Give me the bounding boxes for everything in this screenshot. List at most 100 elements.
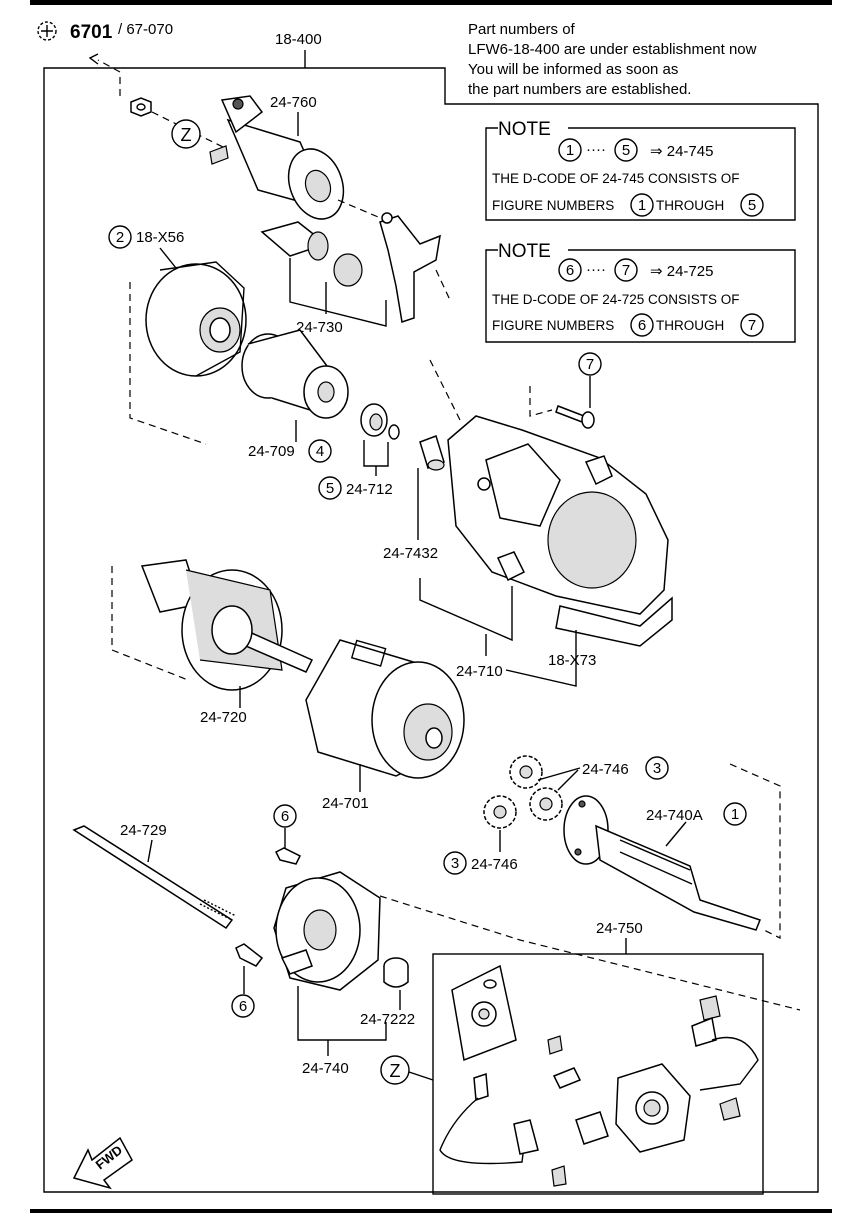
fork-axis — [435, 269, 451, 301]
note-1-dots: ···· — [586, 141, 606, 158]
fig-3-top: 3 — [653, 760, 661, 777]
note-box-1: NOTE 1 ···· 5 ⇒ 24-745 THE D-CODE OF 24-… — [485, 119, 796, 221]
leader-24-746-top — [537, 767, 581, 791]
label-24-7432: 24-7432 — [383, 545, 438, 562]
label-24-746-top: 24-746 — [582, 761, 629, 778]
label-24-7222: 24-7222 — [360, 1011, 415, 1028]
note-1-through: THROUGH — [656, 198, 724, 213]
note-2-from: 6 — [566, 262, 574, 279]
note-1-from: 1 — [566, 142, 574, 159]
assembly-label: 18-400 — [275, 31, 322, 48]
note-2-b: 7 — [748, 317, 756, 334]
z-marker-top — [171, 119, 201, 149]
note-2-line1: THE D-CODE OF 24-725 CONSISTS OF — [492, 292, 740, 307]
brush-holder-plate — [451, 964, 517, 1062]
fig-2-circle — [108, 225, 132, 249]
note-2-through: THROUGH — [656, 318, 724, 333]
note-2-circle-from — [558, 258, 582, 282]
lever-fork-part — [379, 212, 441, 323]
label-24-709: 24-709 — [248, 443, 295, 460]
fig-3-top-circle — [645, 756, 669, 780]
z-bottom-label: Z — [390, 1061, 401, 1081]
note-1-circle-a — [630, 193, 654, 217]
ref-icon — [37, 21, 57, 41]
label-24-729: 24-729 — [120, 822, 167, 839]
label-24-710: 24-710 — [456, 663, 503, 680]
nut-part — [130, 97, 152, 117]
label-18-x73: 18-X73 — [548, 652, 596, 669]
leader-24-740a — [665, 821, 687, 847]
bracket-24-712 — [363, 440, 389, 476]
label-18-x56: 18-X56 — [136, 229, 184, 246]
fig-5: 5 — [326, 480, 334, 497]
note-2-dots: ···· — [586, 261, 606, 278]
fig-1: 1 — [731, 806, 739, 823]
note-2-target: ⇒ 24-725 — [650, 263, 713, 280]
note-2-circle-a — [630, 313, 654, 337]
assembly-frame — [43, 67, 819, 1193]
label-24-701: 24-701 — [322, 795, 369, 812]
brush-lead-wire — [439, 1072, 539, 1165]
rear-axis — [379, 895, 801, 1011]
solenoid-part — [209, 95, 345, 220]
z-bottom-leader — [408, 1071, 434, 1081]
fig-6-bottom-circle — [231, 994, 255, 1018]
through-bolt-part — [72, 825, 237, 930]
fig-5-circle — [318, 476, 342, 500]
label-24-740a: 24-740A — [646, 807, 703, 824]
yoke-part — [305, 639, 465, 779]
fig-1-circle — [723, 802, 747, 826]
planet-gear-top — [509, 755, 543, 789]
note-1-circle-from — [558, 138, 582, 162]
fwd-arrow-icon: FWD — [72, 1136, 133, 1190]
info-line-3: You will be informed as soon as — [468, 61, 678, 78]
fig-4: 4 — [316, 443, 324, 460]
leader-18-x73 — [505, 630, 577, 687]
label-24-750: 24-750 — [596, 920, 643, 937]
commutator-holder — [615, 1063, 691, 1153]
housing-axis — [429, 359, 461, 421]
label-24-740: 24-740 — [302, 1060, 349, 1077]
screw-6-bottom — [235, 943, 264, 967]
fig-2: 2 — [116, 229, 124, 246]
note-1-b: 5 — [748, 197, 756, 214]
label-24-712: 24-712 — [346, 481, 393, 498]
note-1-line1: THE D-CODE OF 24-745 CONSISTS OF — [492, 171, 740, 186]
info-line-1: Part numbers of — [468, 21, 576, 38]
label-24-730: 24-730 — [296, 319, 343, 336]
z-marker-bottom — [380, 1055, 410, 1085]
fig-6-top: 6 — [281, 808, 289, 825]
note-2-title: NOTE — [498, 241, 551, 262]
label-24-746-bottom: 24-746 — [471, 856, 518, 873]
note-1-line2: FIGURE NUMBERS — [492, 198, 614, 213]
shaft-axis — [729, 763, 781, 939]
ref-arrow-line — [97, 59, 121, 96]
armature-axis — [111, 566, 189, 681]
fig-7: 7 — [586, 356, 594, 373]
bracket-24-730 — [289, 258, 387, 327]
ref-number: 6701 — [70, 22, 113, 43]
z-top-label: Z — [181, 125, 192, 145]
fig-6-top-circle — [273, 804, 297, 828]
info-line-4: the part numbers are established. — [468, 81, 691, 98]
note-1-a: 1 — [638, 197, 646, 214]
armature-part — [140, 559, 314, 691]
note-2-a: 6 — [638, 317, 646, 334]
leader-24-729 — [147, 839, 153, 863]
note-2-line2: FIGURE NUMBERS — [492, 318, 614, 333]
note-1-circle-b — [740, 193, 764, 217]
info-text: Part numbers of LFW6-18-400 are under es… — [468, 21, 757, 98]
leader-18-x56 — [159, 247, 177, 269]
front-housing-part — [447, 415, 673, 647]
label-24-760: 24-760 — [270, 94, 317, 111]
fig-7-circle — [578, 352, 602, 376]
label-24-720: 24-720 — [200, 709, 247, 726]
bottom-rule — [30, 1209, 832, 1213]
plunger-part — [260, 221, 363, 287]
fig-4-circle — [308, 439, 332, 463]
planet-gear-right — [529, 787, 563, 821]
rear-cover-part — [273, 871, 381, 991]
note-1-target: ⇒ 24-745 — [650, 143, 713, 160]
